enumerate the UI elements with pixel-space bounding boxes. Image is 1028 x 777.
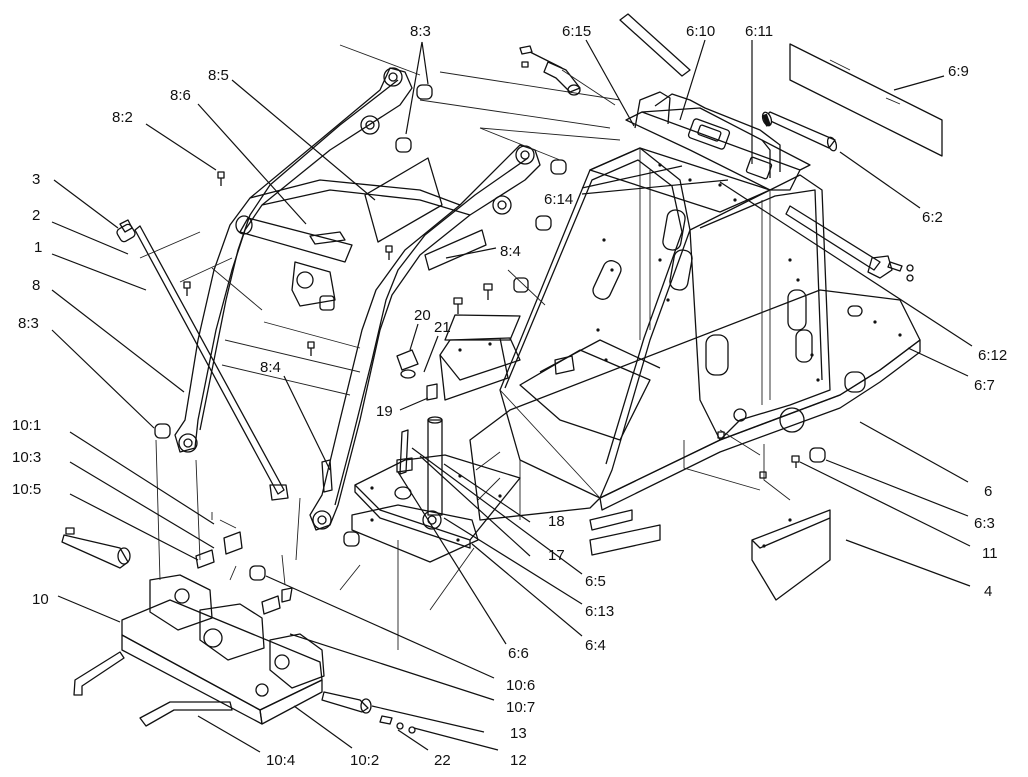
cylinder-rod [116,219,361,501]
bottom-plate-assembly [339,349,521,650]
leader-lines [51,39,973,753]
callout-label: 10 [32,591,49,608]
callout-label: 6:3 [974,515,995,532]
callout-label: 13 [510,725,527,742]
callout-label: 19 [376,403,393,420]
callout-label: 10:3 [12,449,41,466]
callout-label: 8:2 [112,109,133,126]
callout-label: 21 [434,319,451,336]
callout-label: 6:12 [978,347,1007,364]
callout-label: 8 [32,277,40,294]
callout-label: 8:4 [500,243,521,260]
callout-label: 8:5 [208,67,229,84]
callout-label: 10:6 [506,677,535,694]
callout-label: 8:3 [18,315,39,332]
callout-label: 6:11 [745,23,773,40]
callout-label: 2 [32,207,40,224]
callout-label: 18 [548,513,565,530]
callout-label: 20 [414,307,431,324]
callout-label: 10:2 [350,752,379,769]
callout-label: 6:2 [922,209,943,226]
callout-label: 10:4 [266,752,295,769]
callout-label: 6:7 [974,377,995,394]
bucket-mount [61,439,416,734]
callout-label: 8:6 [170,87,191,104]
callout-label: 12 [510,752,527,769]
callout-label: 6 [984,483,992,500]
callout-label: 6:15 [562,23,591,40]
callout-label: 6:6 [508,645,529,662]
callout-label: 6:9 [948,63,969,80]
frame-holes [596,163,902,382]
callout-label: 3 [32,171,40,188]
callout-label: 6:13 [585,603,614,620]
callout-label: 10:7 [506,699,535,716]
callout-label: 8:4 [260,359,281,376]
callout-label: 6:14 [544,191,573,208]
callout-label: 11 [982,545,998,562]
loader-arm-assembly [154,44,621,547]
callout-label: 10:5 [12,481,41,498]
callout-label: 4 [984,583,992,600]
callout-labels: 8:3 8:5 8:6 8:2 3 2 1 8 8:3 10:1 10:3 10… [12,23,1007,769]
front-shield [683,429,831,601]
callout-label: 17 [548,547,565,564]
callout-label: 6:4 [585,637,606,654]
callout-label: 6:10 [686,23,715,40]
callout-label: 8:3 [410,23,431,40]
left-side-bracket [439,314,521,401]
handle-top-parts [453,13,943,314]
main-frame-tower [469,107,921,556]
callout-label: 22 [434,752,451,769]
callout-label: 6:5 [585,573,606,590]
callout-label: 1 [34,239,42,256]
callout-label: 10:1 [12,417,41,434]
